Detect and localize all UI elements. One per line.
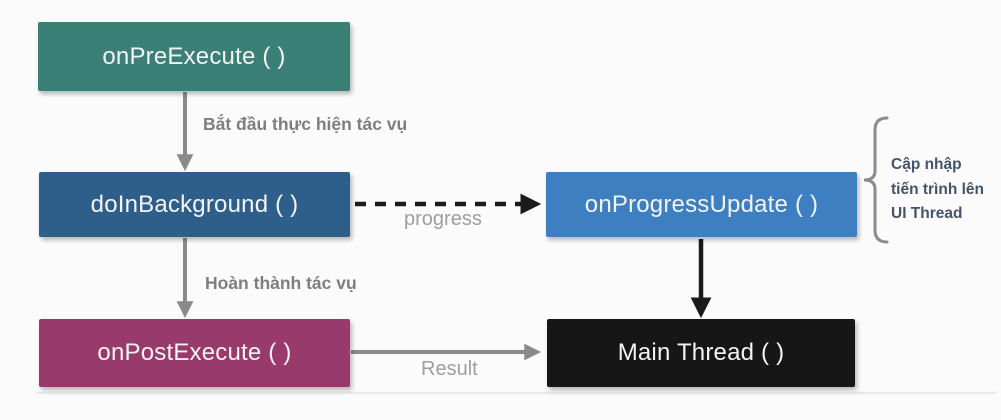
slide-edge-shadow xyxy=(36,392,996,394)
brace-annotation-line2: tiến trình lên xyxy=(891,180,984,198)
edge-label-progress: progress xyxy=(404,208,482,230)
node-onpreexecute: onPreExecute ( ) xyxy=(38,22,350,91)
brace-annotation-line3: UI Thread xyxy=(891,205,963,222)
edge-label-finish-task: Hoàn thành tác vụ xyxy=(205,273,357,293)
node-mainthread-label: Main Thread ( ) xyxy=(617,339,785,366)
node-onpostexecute-label: onPostExecute ( ) xyxy=(97,339,292,366)
node-onpostexecute: onPostExecute ( ) xyxy=(39,319,350,387)
node-onpreexecute-label: onPreExecute ( ) xyxy=(102,42,286,70)
edge-label-start-task: Bắt đầu thực hiện tác vụ xyxy=(203,114,408,134)
node-onprogressupdate: onProgressUpdate ( ) xyxy=(546,172,857,237)
node-doinbackground: doInBackground ( ) xyxy=(39,172,350,237)
node-doinbackground-label: doInBackground ( ) xyxy=(90,190,299,218)
node-onprogressupdate-label: onProgressUpdate ( ) xyxy=(584,190,819,218)
node-mainthread: Main Thread ( ) xyxy=(547,319,855,387)
brace-annotation-line1: Cập nhập xyxy=(891,156,962,173)
curly-brace xyxy=(863,116,889,244)
edge-label-result: Result xyxy=(421,358,478,380)
brace-annotation: Cập nhập tiến trình lên UI Thread xyxy=(891,153,999,227)
